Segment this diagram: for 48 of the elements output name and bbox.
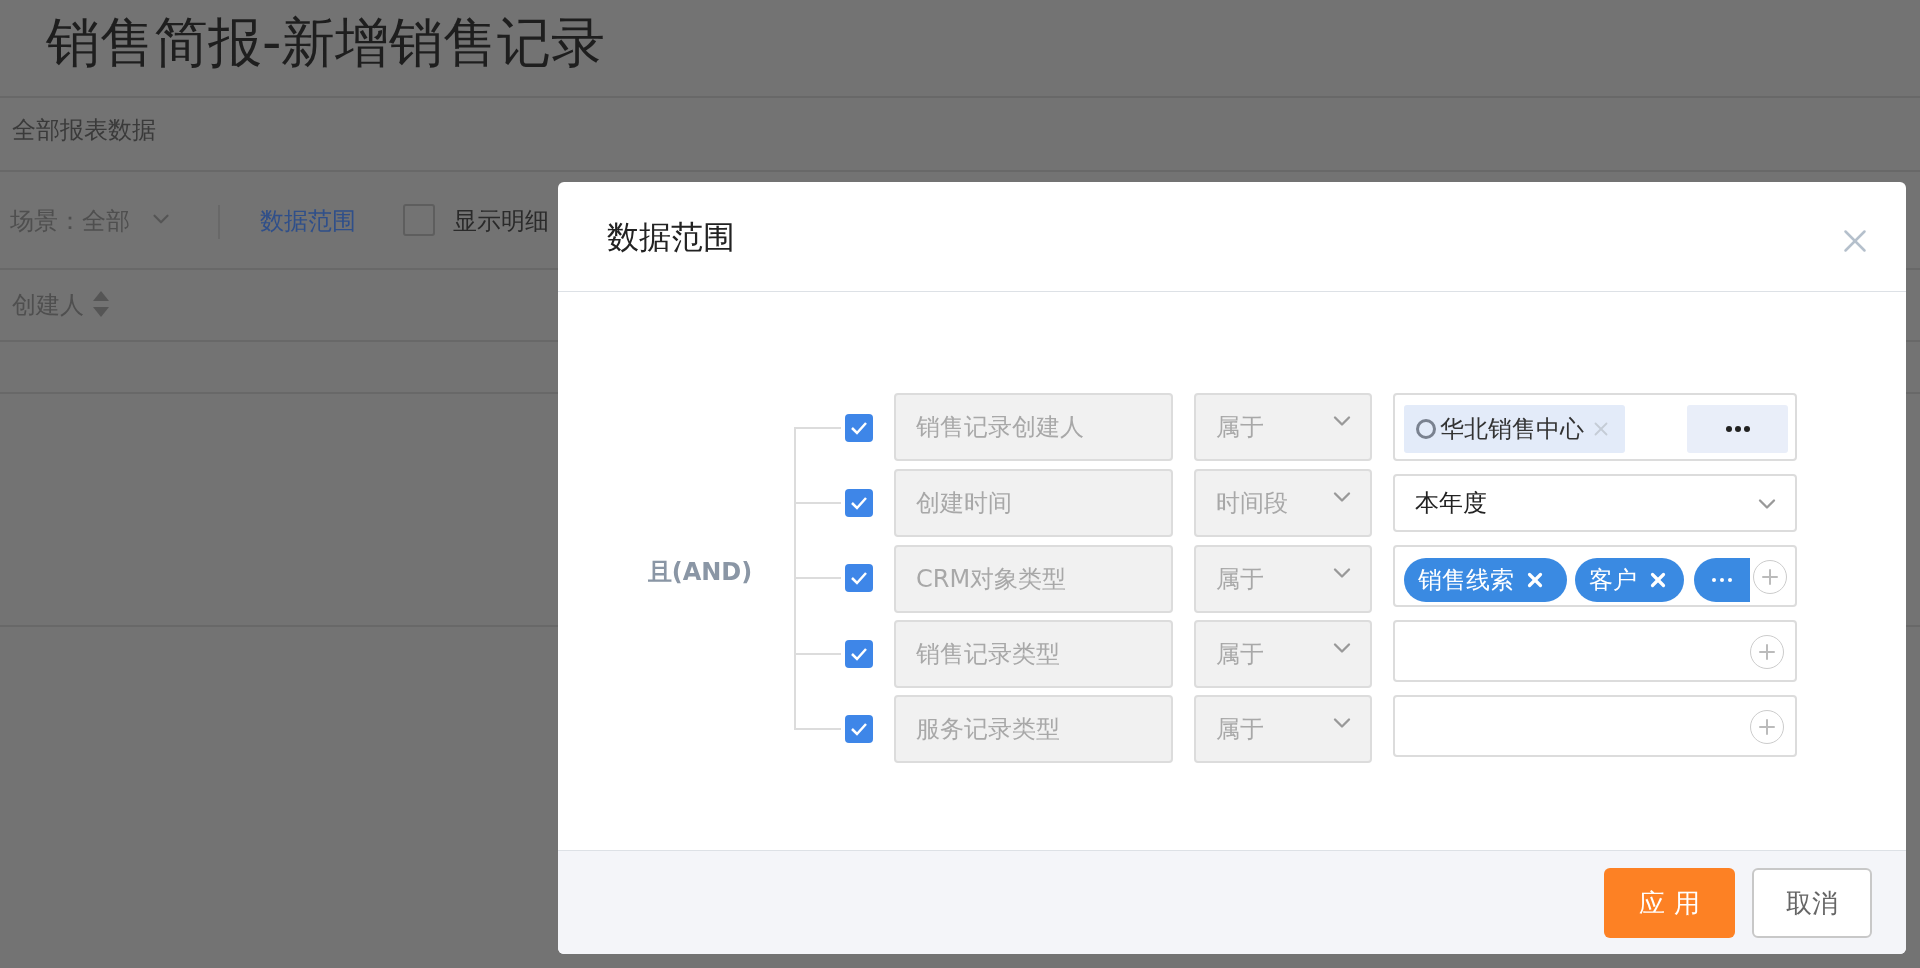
field-name: 服务记录类型 bbox=[916, 714, 1060, 745]
operator-dropdown bbox=[1194, 469, 1372, 537]
report-subtitle: 全部报表数据 bbox=[12, 115, 156, 146]
apply-button: 应 用 bbox=[1604, 868, 1735, 938]
data-range-link: 数据范围 bbox=[260, 206, 356, 237]
tag-chip bbox=[1404, 558, 1567, 602]
tag-text: 销售线索 bbox=[1418, 565, 1514, 596]
checkbox bbox=[845, 715, 873, 743]
operator-dropdown bbox=[1194, 545, 1372, 613]
field-name: 销售记录类型 bbox=[916, 639, 1060, 670]
more-button bbox=[1687, 405, 1788, 453]
org-chip bbox=[1404, 405, 1625, 453]
field-name: 创建时间 bbox=[916, 488, 1012, 519]
operator-dropdown bbox=[1194, 620, 1372, 688]
tag-input-field bbox=[1393, 393, 1797, 461]
dialog-panel bbox=[558, 182, 1906, 954]
tag-input-field bbox=[1393, 545, 1797, 607]
field-name-box bbox=[894, 545, 1173, 613]
checkbox bbox=[845, 489, 873, 517]
operator-dropdown bbox=[1194, 393, 1372, 461]
operator-text: 属于 bbox=[1216, 564, 1264, 595]
field-name-box bbox=[894, 695, 1173, 763]
page-title: 销售简报-新增销售记录 bbox=[46, 10, 606, 76]
checkbox bbox=[845, 564, 873, 592]
select-value: 本年度 bbox=[1415, 488, 1487, 519]
select-dropdown bbox=[1393, 474, 1797, 532]
tag-input-field bbox=[1393, 620, 1797, 682]
tag-input-field bbox=[1393, 695, 1797, 757]
operator-dropdown bbox=[1194, 695, 1372, 763]
operator-text: 时间段 bbox=[1216, 488, 1288, 519]
field-name-box bbox=[894, 620, 1173, 688]
field-name: CRM对象类型 bbox=[916, 564, 1067, 595]
operator-text: 属于 bbox=[1216, 639, 1264, 670]
logic-operator: 且(AND) bbox=[647, 557, 753, 588]
field-name: 销售记录创建人 bbox=[916, 412, 1084, 443]
show-detail-label: 显示明细 bbox=[453, 206, 549, 237]
more-tag-chip bbox=[1694, 558, 1750, 602]
field-name-box bbox=[894, 469, 1173, 537]
chip-text: 华北销售中心 bbox=[1440, 414, 1584, 445]
field-name-box bbox=[894, 393, 1173, 461]
checkbox bbox=[845, 414, 873, 442]
checkbox bbox=[845, 640, 873, 668]
tag-chip bbox=[1575, 558, 1684, 602]
operator-text: 属于 bbox=[1216, 412, 1264, 443]
cancel-button: 取消 bbox=[1752, 868, 1872, 938]
operator-text: 属于 bbox=[1216, 714, 1264, 745]
dialog-title: 数据范围 bbox=[607, 216, 735, 258]
tag-text: 客户 bbox=[1589, 565, 1637, 596]
